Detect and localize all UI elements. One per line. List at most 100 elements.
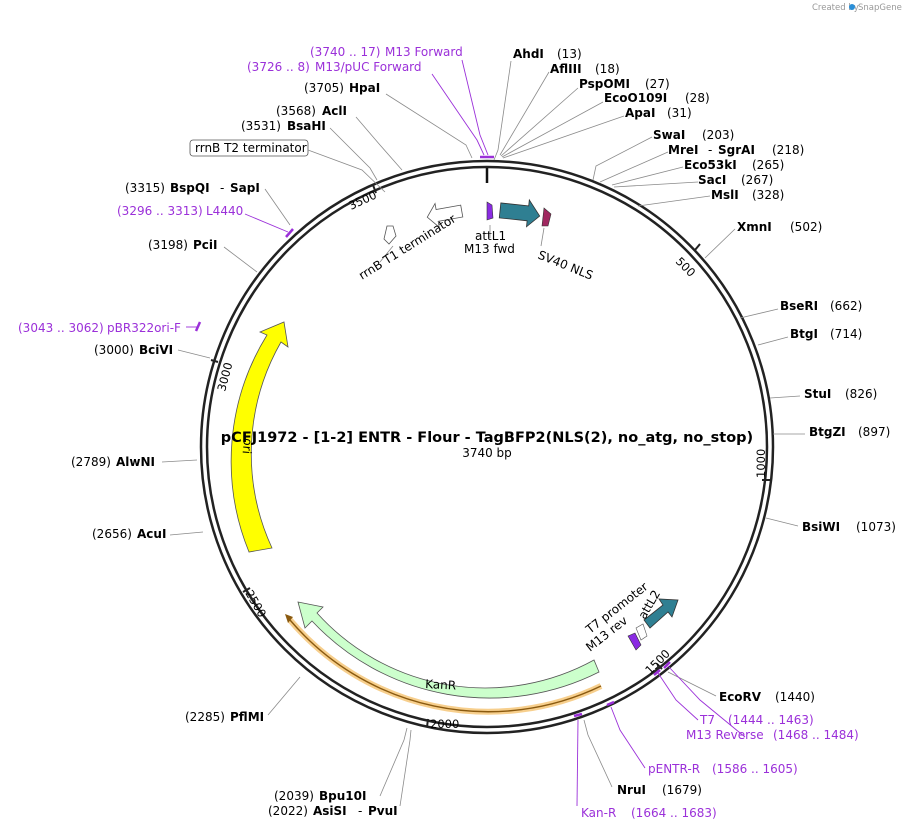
site-bpu10i-pos: (2039)	[274, 789, 314, 803]
sv40-leader	[540, 227, 545, 247]
m13-fwd-label: M13 fwd	[464, 242, 515, 256]
leader-m13-puc-forward	[431, 73, 485, 156]
primer-t7-pos: (1444 .. 1463)	[728, 713, 814, 727]
site-xmni-name: XmnI	[737, 220, 772, 234]
rrnb-t1-label: rrnB T1 terminator	[356, 211, 458, 282]
site-leaders	[161, 60, 805, 807]
site-bsiwi-name: BsiWI	[802, 520, 840, 534]
leader-kan-r	[576, 719, 579, 807]
kanr-feature[interactable]	[297, 601, 600, 699]
leader-bpu10i	[379, 727, 408, 797]
leader-hpai	[385, 93, 473, 159]
primer-kan-r-pos: (1664 .. 1683)	[631, 806, 717, 820]
leader-pflmi	[267, 676, 301, 716]
ruler-tick	[426, 718, 429, 728]
primer-m13-reverse-pos: (1468 .. 1484)	[773, 728, 859, 742]
ruler-tick	[694, 243, 701, 251]
leader-ahdi	[493, 60, 512, 161]
site-saci-pos: (267)	[741, 173, 773, 187]
plasmid-size: 3740 bp	[462, 446, 512, 460]
leader-btgi	[757, 336, 789, 346]
site-mrei-pos: (218)	[772, 143, 804, 157]
ori-feature[interactable]	[230, 321, 289, 553]
site-mrei-name: MreI	[668, 143, 698, 157]
leader-bseri	[739, 308, 779, 319]
leader-xmni	[704, 228, 736, 259]
site-stui-name: StuI	[804, 387, 831, 401]
rrnb-t1-leader	[379, 245, 394, 263]
site-btgzi-name: BtgZI	[809, 425, 846, 439]
leader-stui	[769, 395, 801, 399]
site-pvui-name: PvuI	[368, 804, 398, 818]
sv40-nls-feature[interactable]	[541, 207, 552, 227]
ruler-label-3000: 3000	[214, 361, 235, 393]
site-alwni-pos: (2789)	[71, 455, 111, 469]
kanr-label: KanR	[425, 677, 457, 693]
site-afliii-pos: (18)	[595, 62, 620, 76]
leader-swai	[592, 136, 653, 181]
primer-pbr322ori-pos: (3043 .. 3062)	[18, 321, 104, 335]
primer-pentr-r-name: pENTR-R	[648, 762, 700, 776]
leader-pcii	[223, 246, 258, 273]
site-saci-name: SacI	[698, 173, 726, 187]
site-nrui-name: NruI	[617, 783, 646, 797]
leader-t7	[657, 672, 699, 721]
leader-nrui	[583, 719, 613, 788]
rrnb-t2-label: rrnB T2 terminator	[195, 141, 307, 155]
site-stui-pos: (826)	[845, 387, 877, 401]
leader-acli	[355, 116, 403, 171]
rrnb-t2-feature[interactable]	[383, 225, 397, 245]
attl2-feature[interactable]	[643, 598, 679, 629]
ruler-tick	[242, 587, 251, 593]
m13-fwd-feature[interactable]	[486, 201, 494, 221]
primer-m13-reverse-name: M13 Reverse	[686, 728, 764, 742]
leader-eco53ki	[611, 166, 684, 186]
leader-mrei	[599, 151, 669, 183]
primer-leaders	[186, 59, 746, 807]
primer-mark	[573, 712, 583, 718]
primer-kan-r-name: Kan-R	[581, 806, 616, 820]
m13-rev-feature[interactable]	[627, 632, 642, 651]
site-ecoo109i-name: EcoO109I	[604, 91, 667, 105]
site-acli-pos: (3568)	[276, 104, 316, 118]
credit-text: Created by	[812, 3, 859, 13]
ruler-tick	[210, 359, 219, 363]
backbone-inner-ring	[205, 165, 769, 729]
leader-alwni	[161, 459, 198, 463]
site-bcivi-pos: (3000)	[94, 343, 134, 357]
ori-label: ori	[240, 438, 255, 455]
primer-m13-forward-pos: (3740 .. 17)	[310, 45, 380, 59]
attl1-feature[interactable]	[498, 197, 542, 228]
leader-ecoo109i	[501, 101, 604, 158]
site-btgi-name: BtgI	[790, 327, 818, 341]
leader-acui	[169, 531, 204, 536]
site-bsahi-name: BsaHI	[287, 119, 326, 133]
site-sapi-name: SapI	[230, 181, 260, 195]
site-apai-pos: (31)	[667, 106, 692, 120]
site-hpai-name: HpaI	[349, 81, 380, 95]
primer-marks	[194, 155, 671, 718]
site-sgrai-name: SgrAI	[718, 143, 755, 157]
leader-afliii	[499, 71, 550, 156]
rrnb-t2-label-box	[189, 139, 309, 157]
site-bcivi-name: BciVI	[139, 343, 173, 357]
site-pspomi-name: PspOMI	[579, 77, 630, 91]
primer-pentr-r-pos: (1586 .. 1605)	[712, 762, 798, 776]
leader-msli	[637, 195, 711, 207]
site-asisi-name: AsiSI	[313, 804, 347, 818]
kanr-orf-line	[289, 619, 602, 713]
leader-bspqi	[264, 188, 291, 226]
site-alwni-name: AlwNI	[116, 455, 155, 469]
site-bseri-name: BseRI	[780, 299, 818, 313]
site-ecorv-pos: (1440)	[775, 690, 815, 704]
ruler-tick	[372, 184, 377, 194]
ruler-label-2000: 2000	[430, 717, 459, 731]
rrnb-t1-feature[interactable]	[425, 199, 464, 229]
t7-promoter-feature[interactable]	[635, 623, 648, 641]
site-btgzi-pos: (897)	[858, 425, 890, 439]
site-bsiwi-pos: (1073)	[856, 520, 896, 534]
site-bspqi-pos: (3315)	[125, 181, 165, 195]
site-msli-pos: (328)	[752, 188, 784, 202]
primer-mark	[606, 700, 615, 707]
primer-mark	[653, 669, 661, 676]
